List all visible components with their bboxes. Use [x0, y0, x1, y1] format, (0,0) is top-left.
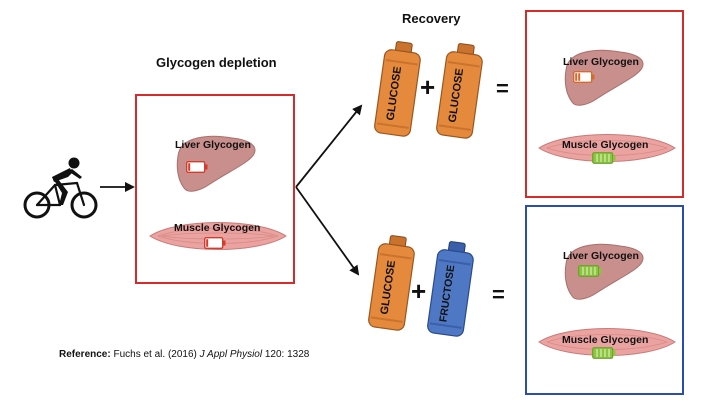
liver-icon-recovery-bottom — [564, 243, 644, 300]
plus-sign-top: + — [420, 72, 436, 102]
muscle-icon-recovery-top — [538, 134, 676, 162]
heading-glycogen-depletion: Glycogen depletion — [156, 55, 277, 70]
liver-label-depleted: Liver Glycogen — [175, 139, 251, 151]
battery-icon-liver-depleted — [186, 161, 208, 173]
equals-sign-bottom: = — [492, 282, 505, 307]
muscle-label-glucose-fructose: Muscle Glycogen — [562, 334, 649, 346]
reference-citation: 120: 1328 — [264, 349, 310, 360]
liver-label-glucose-fructose: Liver Glycogen — [563, 250, 639, 262]
liver-icon-recovery-top — [564, 49, 644, 106]
recovery-box-glucose-fructose — [525, 205, 684, 395]
battery-icon-liver-glucose-fructose — [578, 265, 602, 277]
arrow-to-glucose-recovery — [295, 104, 363, 188]
bottle-fructose: FRUCTOSE — [427, 241, 474, 337]
recovery-box-glucose — [525, 10, 684, 198]
reference-authors: Fuchs et al. (2016) — [113, 349, 197, 360]
reference-label: Reference: — [59, 349, 111, 360]
arrow-to-glucose-fructose-recovery — [295, 186, 360, 276]
liver-icon — [176, 135, 256, 192]
bottle-glucose-1: GLUCOSE — [374, 41, 421, 137]
reference-journal: J Appl Physiol — [199, 349, 263, 360]
bottle-glucose-3: GLUCOSE — [368, 235, 415, 331]
heading-recovery: Recovery — [402, 11, 461, 26]
cyclist-icon — [23, 157, 98, 219]
depletion-box — [135, 94, 295, 284]
battery-icon-muscle-glucose — [592, 152, 616, 164]
equals-sign-top: = — [496, 76, 509, 101]
muscle-label-depleted: Muscle Glycogen — [174, 222, 261, 234]
battery-icon-muscle-depleted — [204, 237, 226, 249]
muscle-label-glucose: Muscle Glycogen — [562, 139, 649, 151]
liver-label-glucose: Liver Glycogen — [563, 56, 639, 68]
bottle-glucose-2: GLUCOSE — [436, 43, 483, 139]
muscle-icon — [149, 222, 287, 250]
battery-icon-muscle-glucose-fructose — [592, 347, 616, 359]
battery-icon-liver-glucose — [573, 71, 595, 83]
plus-sign-bottom: + — [411, 276, 427, 306]
reference-line: Reference: Fuchs et al. (2016) J Appl Ph… — [59, 349, 309, 360]
